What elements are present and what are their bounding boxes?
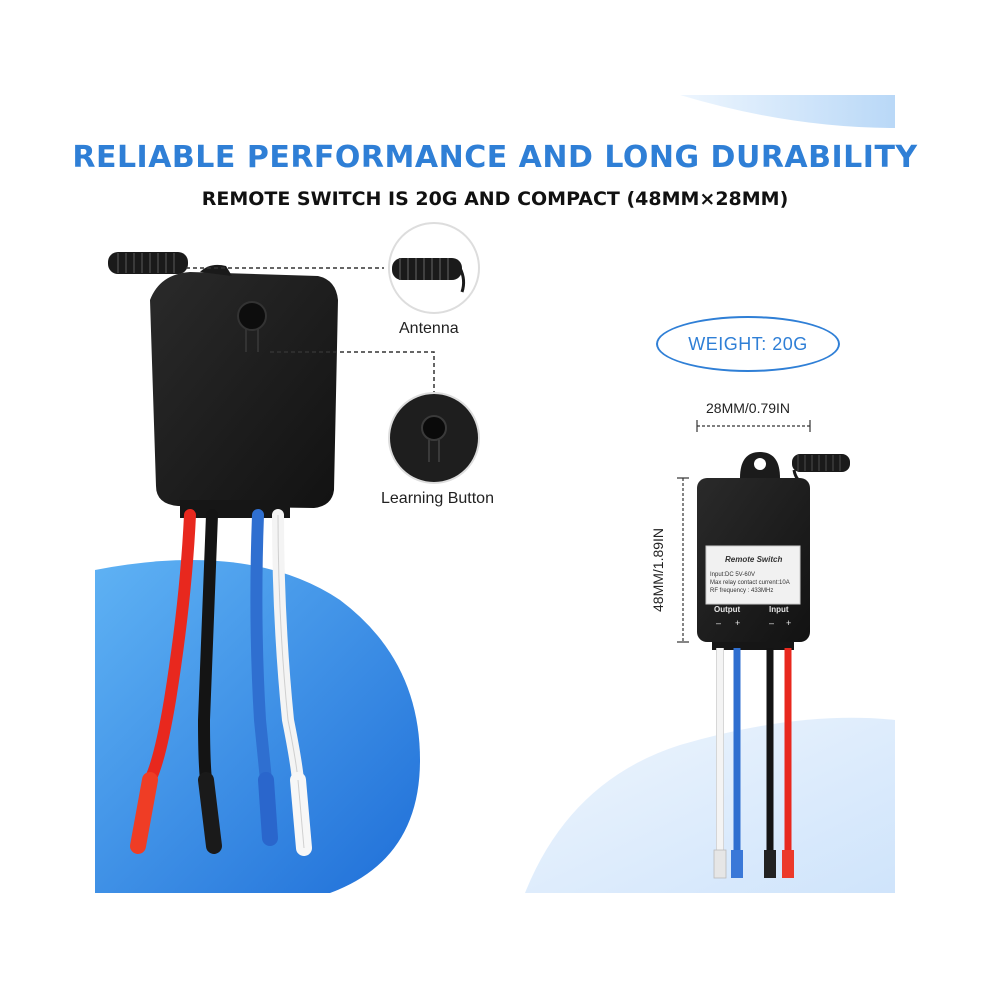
wire-blue-large bbox=[250, 509, 272, 786]
input-label: Input bbox=[769, 605, 789, 614]
top-right-accent-shape bbox=[680, 95, 895, 128]
weight-badge: WEIGHT: 20G bbox=[656, 316, 840, 372]
wire-red-large bbox=[144, 509, 196, 786]
height-dimension-label: 48MM/1.89IN bbox=[650, 527, 666, 612]
spec-sticker bbox=[705, 545, 801, 605]
sticker-spec-frequency: RF frequency : 433MHz bbox=[710, 588, 774, 594]
output-minus: – bbox=[716, 618, 722, 628]
output-plus: + bbox=[735, 618, 741, 628]
learning-button-callout bbox=[388, 392, 480, 484]
antenna-coil-large bbox=[108, 252, 188, 274]
learning-button-large bbox=[237, 301, 267, 331]
receiver-large bbox=[108, 252, 338, 856]
learning-button-label: Learning Button bbox=[381, 490, 494, 507]
wire-black-large bbox=[197, 509, 218, 786]
antenna-callout bbox=[388, 222, 480, 314]
subheadline: REMOTE SWITCH IS 20G AND COMPACT (48MM×2… bbox=[201, 188, 789, 210]
receiver-small bbox=[697, 452, 850, 879]
height-dimension-line bbox=[677, 477, 689, 643]
headline: RELIABLE PERFORMANCE AND LONG DURABILITY bbox=[72, 140, 918, 175]
width-dimension-line bbox=[696, 420, 811, 432]
sticker-spec-current: Max relay contact current:10A bbox=[710, 580, 790, 586]
sticker-spec-input: Input:DC 5V-60V bbox=[710, 572, 756, 578]
width-dimension-label: 28MM/0.79IN bbox=[706, 400, 791, 416]
bottom-right-blue-wave bbox=[525, 717, 895, 893]
antenna-label: Antenna bbox=[399, 320, 459, 337]
input-minus: – bbox=[769, 618, 775, 628]
output-label: Output bbox=[714, 605, 741, 614]
input-plus: + bbox=[786, 618, 792, 628]
learning-button-leader-line bbox=[270, 351, 435, 394]
sticker-title: Remote Switch bbox=[725, 555, 783, 564]
